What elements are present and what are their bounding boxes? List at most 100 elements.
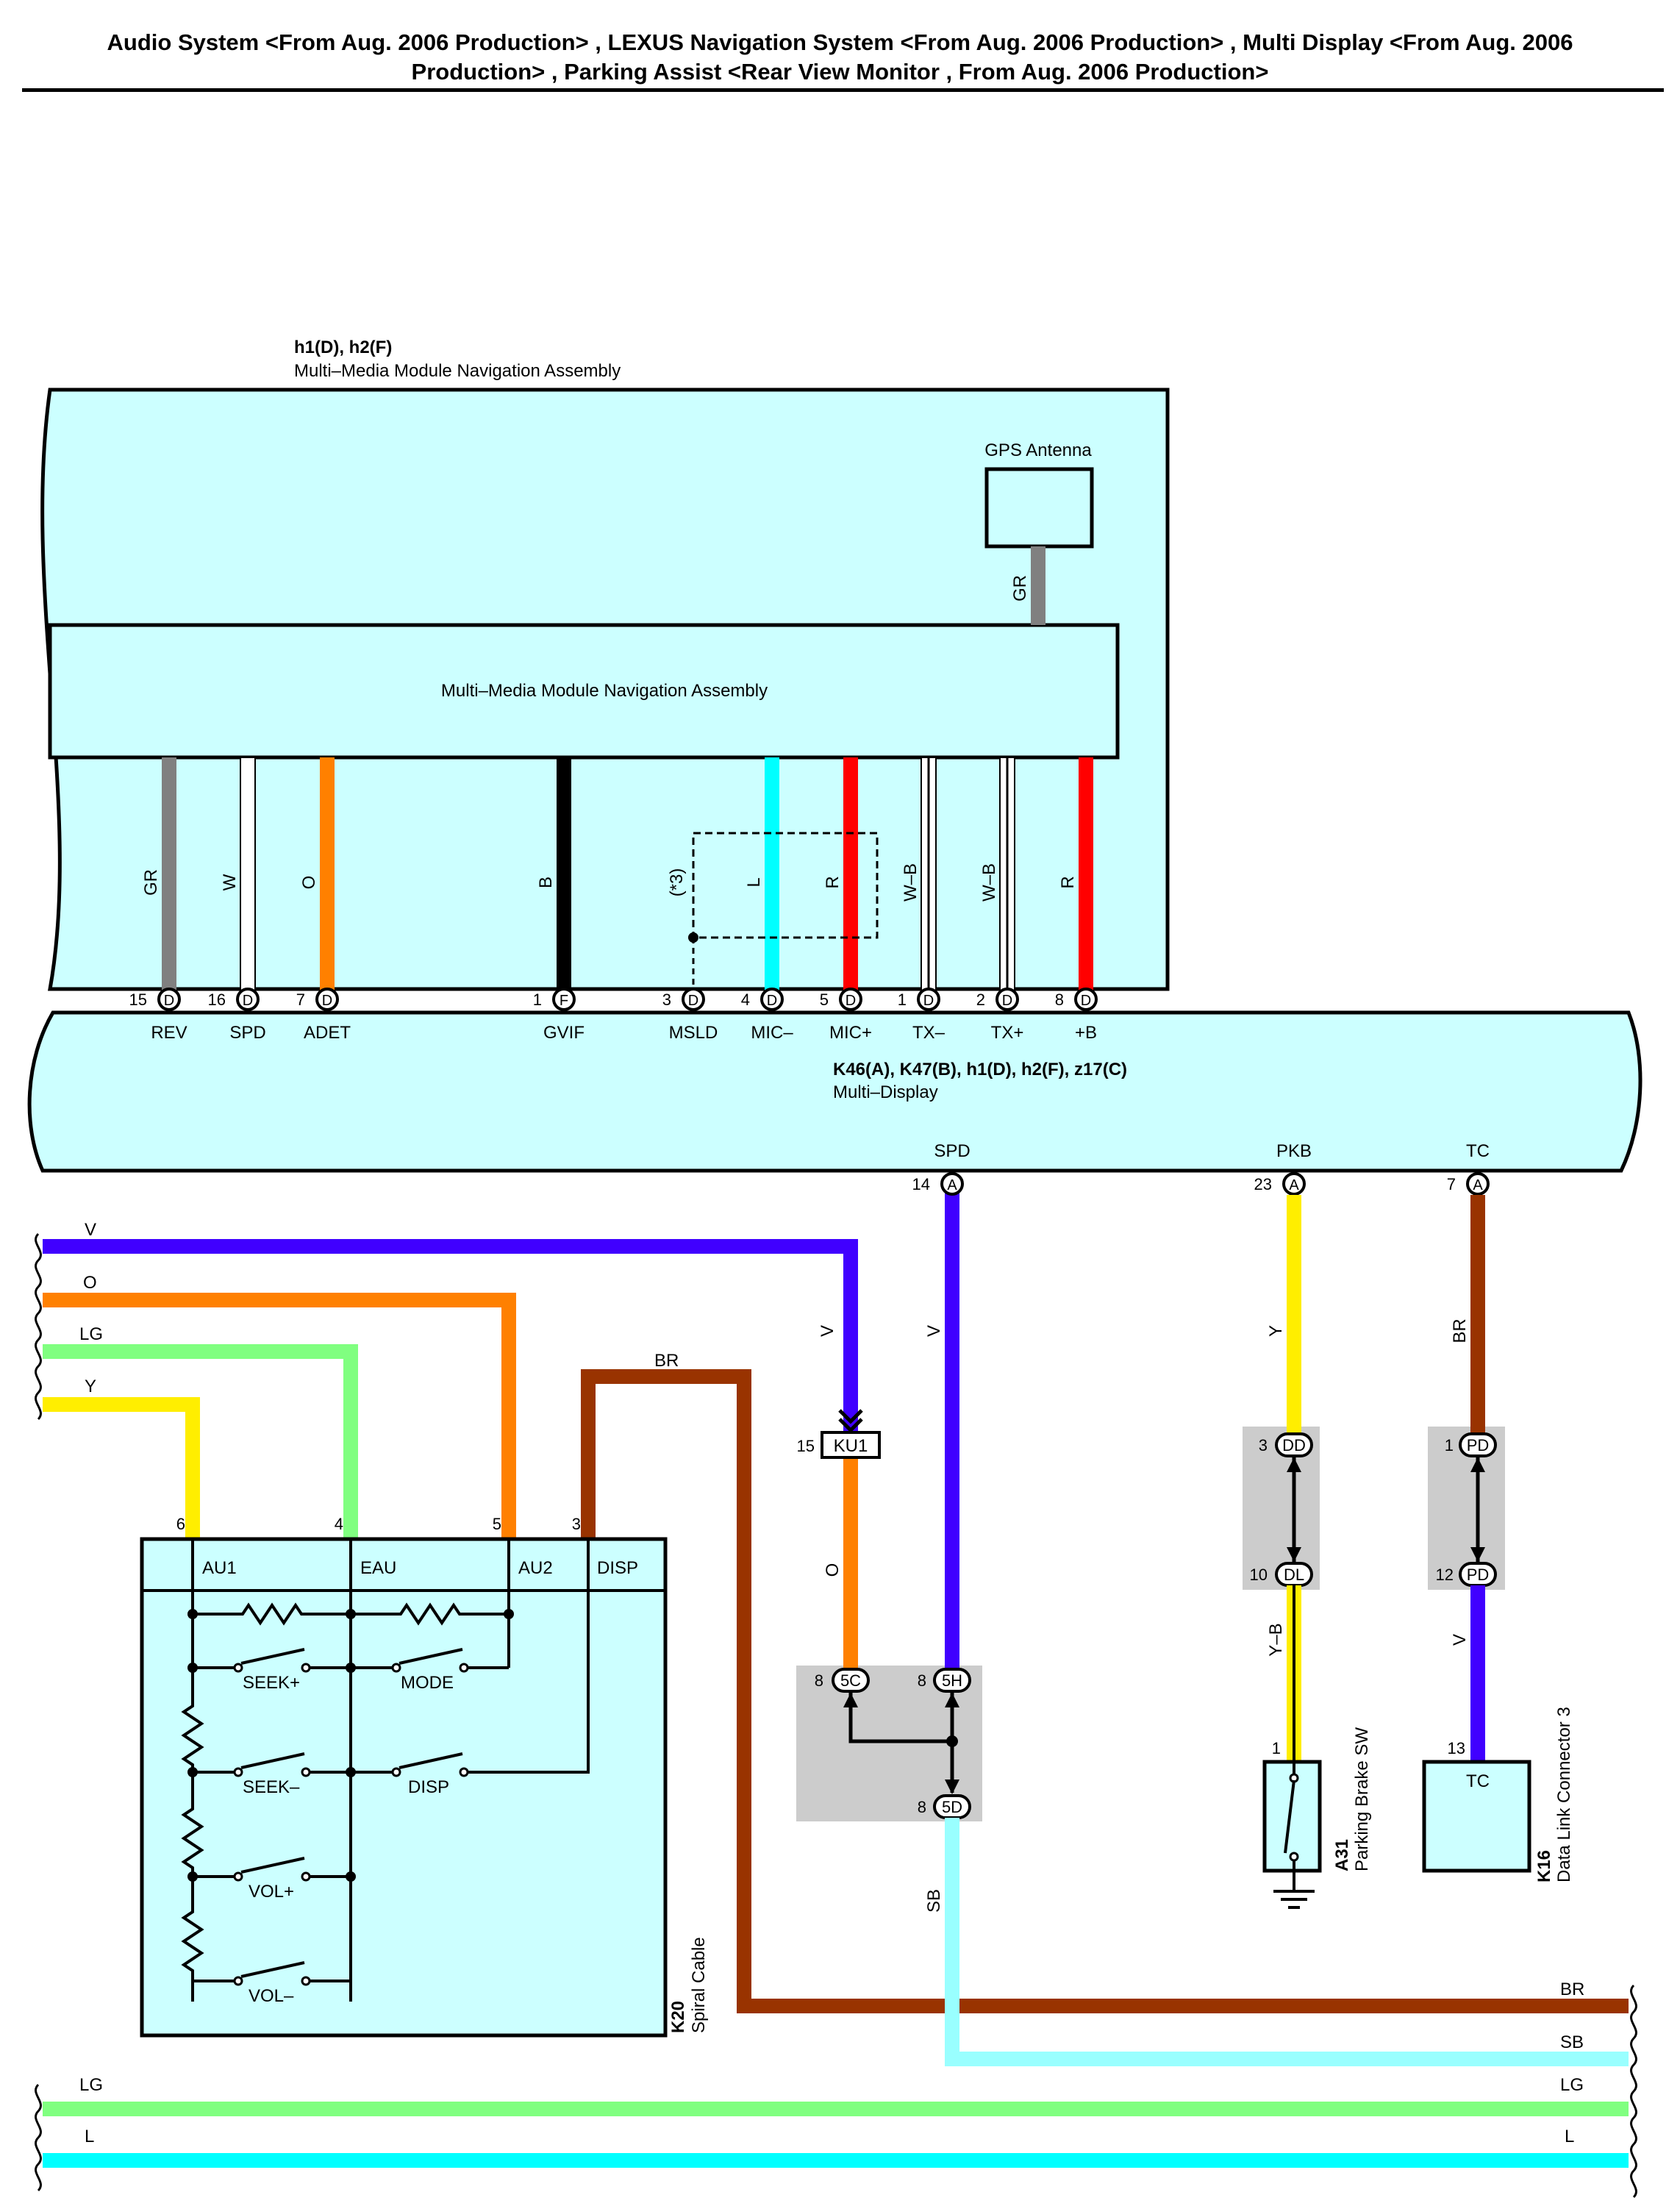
wire-y-to-au1 <box>43 1397 200 1539</box>
multi-display-code: K46(A), K47(B), h1(D), h2(F), z17(C) <box>833 1060 1127 1079</box>
wire-color-label: (*3) <box>667 868 687 897</box>
title-rule <box>22 88 1664 92</box>
wire-color-label: LG <box>79 1324 103 1344</box>
wire-color-label: Y <box>1266 1325 1286 1337</box>
svg-text:GVIF: GVIF <box>543 1023 585 1043</box>
wire-color-label: BR <box>1450 1318 1470 1343</box>
connector-pin: 15 D REV <box>129 988 187 1043</box>
dlc-name: Data Link Connector 3 <box>1554 1707 1574 1882</box>
svg-text:15: 15 <box>129 990 147 1009</box>
wire-color-label: V <box>818 1325 837 1337</box>
svg-text:3: 3 <box>662 990 671 1009</box>
title-line-2: Production> , Parking Assist <Rear View … <box>411 59 1269 85</box>
multi-display-name: Multi–Display <box>833 1082 938 1102</box>
svg-text:8: 8 <box>815 1671 823 1690</box>
spiral-cable-box <box>140 1537 668 2038</box>
wire-color-label: L <box>1565 2127 1574 2146</box>
wire-color-label: Y–B <box>1266 1623 1286 1656</box>
spiral-pin-number: 5 <box>493 1515 501 1533</box>
wire-w-spd <box>240 757 256 1004</box>
wire-br-disp <box>581 1369 1629 2013</box>
svg-text:1: 1 <box>1445 1436 1454 1454</box>
svg-text:7: 7 <box>296 990 305 1009</box>
svg-text:5C: 5C <box>840 1671 861 1690</box>
wire-b-gvif <box>557 757 571 1004</box>
gps-wire <box>1031 546 1045 625</box>
wire-v-to-ku1 <box>43 1239 858 1441</box>
wire-color-label: B <box>536 877 556 888</box>
svg-text:D: D <box>923 993 934 1009</box>
svg-text:TX+: TX+ <box>991 1023 1024 1043</box>
harness-break-right <box>1630 1984 1637 2199</box>
svg-text:F: F <box>560 993 568 1009</box>
wire-color-label: L <box>85 2127 94 2146</box>
connector-5c <box>832 1668 870 1693</box>
switch-vol-plus: VOL+ <box>233 1857 311 1902</box>
svg-text:12: 12 <box>1436 1566 1454 1584</box>
svg-text:SPD: SPD <box>934 1141 970 1161</box>
svg-text:D: D <box>243 993 253 1009</box>
svg-text:A: A <box>947 1177 957 1193</box>
svg-text:5H: 5H <box>942 1671 962 1690</box>
connector-ku1 <box>821 1431 881 1459</box>
harness-break-left <box>35 1232 42 1421</box>
svg-text:SPD: SPD <box>229 1023 265 1043</box>
switch-contact-icon <box>1284 1780 1295 1854</box>
wire-l-bottom <box>43 2153 1629 2168</box>
svg-text:TC: TC <box>1466 1141 1490 1161</box>
spiral-pin-number: 6 <box>176 1515 185 1533</box>
svg-text:+B: +B <box>1075 1023 1097 1043</box>
svg-text:D: D <box>164 993 174 1009</box>
svg-text:1: 1 <box>898 990 907 1009</box>
svg-text:A: A <box>1473 1177 1483 1193</box>
wire-color-label: V <box>1450 1634 1470 1646</box>
nav-code: h1(D), h2(F) <box>294 338 392 357</box>
wire-color-label: O <box>823 1563 843 1577</box>
svg-text:VOL–: VOL– <box>249 1986 294 2006</box>
svg-text:D: D <box>767 993 777 1009</box>
wire-br-tc <box>1470 1195 1485 1438</box>
spiral-junction-dots <box>187 1609 514 1882</box>
data-link-connector <box>1422 1760 1531 1873</box>
wire-color-label: SB <box>924 1889 944 1913</box>
svg-text:D: D <box>846 993 856 1009</box>
connector-ku1-pin: 15 <box>797 1437 815 1455</box>
wire-r-mic-plus <box>843 757 858 1004</box>
connector-ku1-label: KU1 <box>834 1436 868 1456</box>
connector-5h <box>933 1668 971 1693</box>
gps-wire-color: GR <box>1010 575 1030 602</box>
wire-color-label: W <box>220 874 240 890</box>
svg-text:3: 3 <box>1259 1436 1268 1454</box>
wire-color-label: R <box>823 876 843 888</box>
svg-text:8: 8 <box>1055 990 1064 1009</box>
svg-text:10: 10 <box>1250 1566 1268 1584</box>
wire-color-label: W–B <box>901 863 921 902</box>
navigation-assembly: Multi–Media Module Navigation Assembly h… <box>40 338 1170 991</box>
switch-seek-minus: SEEK– <box>233 1752 311 1797</box>
switch-mode: MODE <box>391 1648 469 1693</box>
svg-text:5D: 5D <box>942 1798 962 1816</box>
bottom-wires: BR SB LG LG L L <box>35 1980 1637 2199</box>
ku1-arrow-icon <box>838 1409 863 1433</box>
harness-break-bottom-left <box>35 2083 42 2192</box>
switch-name: Parking Brake SW <box>1352 1727 1372 1871</box>
dlc-code: K16 <box>1534 1850 1554 1882</box>
wire-y-pkb <box>1287 1195 1301 1438</box>
wire-color-label: BR <box>654 1351 679 1371</box>
wire-v-spd <box>945 1182 959 1677</box>
switch-code: A31 <box>1332 1839 1352 1871</box>
spiral-pin-number: 3 <box>572 1515 581 1533</box>
svg-text:REV: REV <box>151 1023 187 1043</box>
wire-o-adet <box>320 757 335 1004</box>
spiral-code: K20 <box>668 2001 688 2033</box>
svg-text:VOL+: VOL+ <box>249 1882 294 1902</box>
spiral-pin-name: AU1 <box>202 1558 237 1578</box>
